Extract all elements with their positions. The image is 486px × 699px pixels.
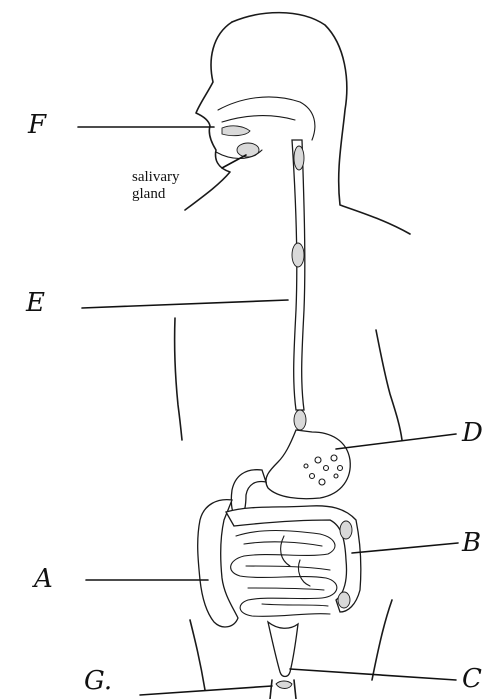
bolus-stomach-entry (294, 410, 306, 430)
label-E: E (26, 290, 45, 316)
bolus-upper (294, 146, 304, 170)
stomach (266, 430, 350, 499)
label-B-pointer (352, 543, 458, 553)
label-F: F (28, 112, 46, 138)
palate (222, 116, 295, 122)
salivary-gland-label-line2: gland (132, 187, 165, 202)
label-D: D (462, 420, 483, 446)
left-hip-outline (190, 620, 205, 690)
right-arm-outline (376, 330, 402, 440)
salivary-gland-pointer (222, 155, 246, 168)
label-G-pointer (140, 686, 272, 695)
small-intestine (231, 531, 337, 617)
colon-mass (340, 521, 352, 539)
anal-canal (276, 681, 292, 689)
label-D-pointer (336, 434, 456, 449)
label-E-pointer (82, 300, 288, 308)
label-C: C (462, 666, 482, 692)
right-hip-outline (372, 600, 392, 680)
colon-mass-lower (338, 592, 350, 608)
rectum (268, 622, 298, 677)
esophagus (292, 140, 305, 410)
body-outline-left (185, 22, 232, 210)
head-outline-right (232, 13, 410, 234)
label-B: B (462, 530, 481, 556)
left-arm-outline (175, 318, 182, 440)
tongue (222, 126, 250, 136)
bolus-lower (292, 243, 304, 267)
salivary-gland-label-line1: salivary (132, 170, 179, 185)
label-A: A (34, 566, 53, 592)
label-G: G. (84, 668, 112, 694)
